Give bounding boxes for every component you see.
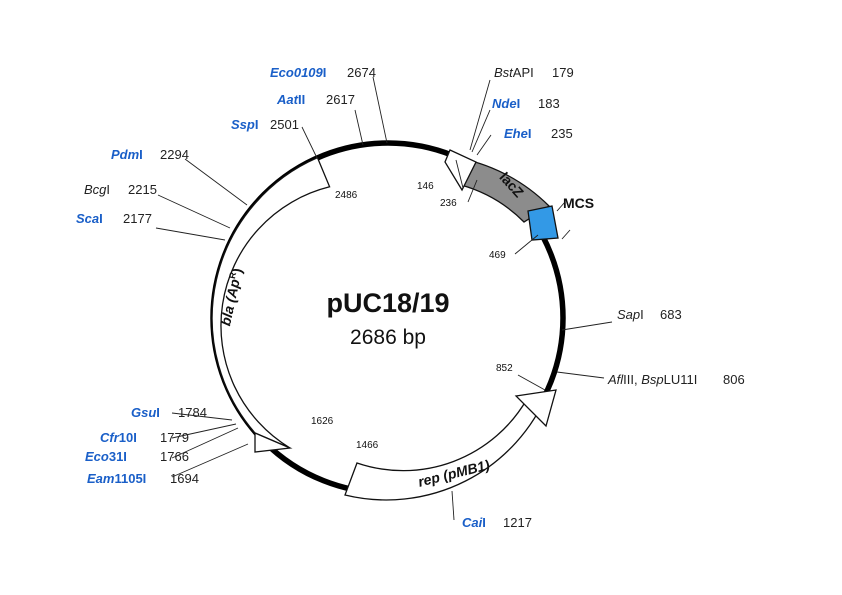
site-ndei-pos: 183 [538, 96, 560, 111]
site-bcgi-name: BcgI [84, 182, 110, 197]
coord-2486: 2486 [335, 190, 358, 201]
site-eco31i-pos: 1766 [160, 449, 189, 464]
mcs-label: MCS [563, 195, 594, 211]
site-bstapi-pos: 179 [552, 65, 574, 80]
site-bcgi-pos: 2215 [128, 182, 157, 197]
site-bstapi-name: BstAPI [494, 65, 534, 80]
site-sspi-name: SspI [231, 117, 258, 132]
site-cali-pos: 1217 [503, 515, 532, 530]
site-cfr10i-pos: 1779 [160, 430, 189, 445]
plasmid-name: pUC18/19 [326, 288, 449, 318]
site-afliii-pos: 806 [723, 372, 745, 387]
site-cfr10i-name: Cfr10I [100, 430, 137, 445]
site-sapi-name: SapI [617, 307, 644, 322]
site-pdmi-name: PdmI [111, 147, 143, 162]
coord-852: 852 [496, 363, 513, 374]
coord-469: 469 [489, 250, 506, 261]
site-ehei-name: EheI [504, 126, 531, 141]
bla-arrowhead [254, 432, 293, 453]
site-gsui-pos: 1784 [178, 405, 207, 420]
leader-lines [155, 76, 613, 521]
site-eam1105i-name: Eam1105I [87, 471, 146, 486]
site-gsui-name: GsuI [131, 405, 160, 420]
site-ndei-name: NdeI [492, 96, 520, 111]
site-scai-name: ScaI [76, 211, 103, 226]
coord-1466: 1466 [356, 440, 379, 451]
lacz-arrowhead [444, 149, 477, 192]
site-aatii-pos: 2617 [326, 92, 355, 107]
site-afliii-name: AflIII, BspLU11I [607, 372, 697, 387]
site-eco0109i-pos: 2674 [347, 65, 376, 80]
site-eam1105i-pos: 1694 [170, 471, 199, 486]
site-cali-name: CaiI [462, 515, 486, 530]
site-aatii-name: AatII [276, 92, 305, 107]
site-ehei-pos: 235 [551, 126, 573, 141]
site-pdmi-pos: 2294 [160, 147, 189, 162]
site-sspi-pos: 2501 [270, 117, 299, 132]
coord-236: 236 [440, 198, 457, 209]
site-scai-pos: 2177 [123, 211, 152, 226]
mcs-block [527, 205, 559, 241]
site-sapi-pos: 683 [660, 307, 682, 322]
plasmid-size: 2686 bp [350, 326, 426, 349]
site-eco0109i-name: Eco0109I [270, 65, 326, 80]
site-eco31i-name: Eco31I [85, 449, 127, 464]
rep-arrowhead [514, 389, 557, 428]
bla-feature-arrow [211, 156, 331, 449]
coord-146: 146 [417, 181, 434, 192]
coord-1626: 1626 [311, 416, 334, 427]
